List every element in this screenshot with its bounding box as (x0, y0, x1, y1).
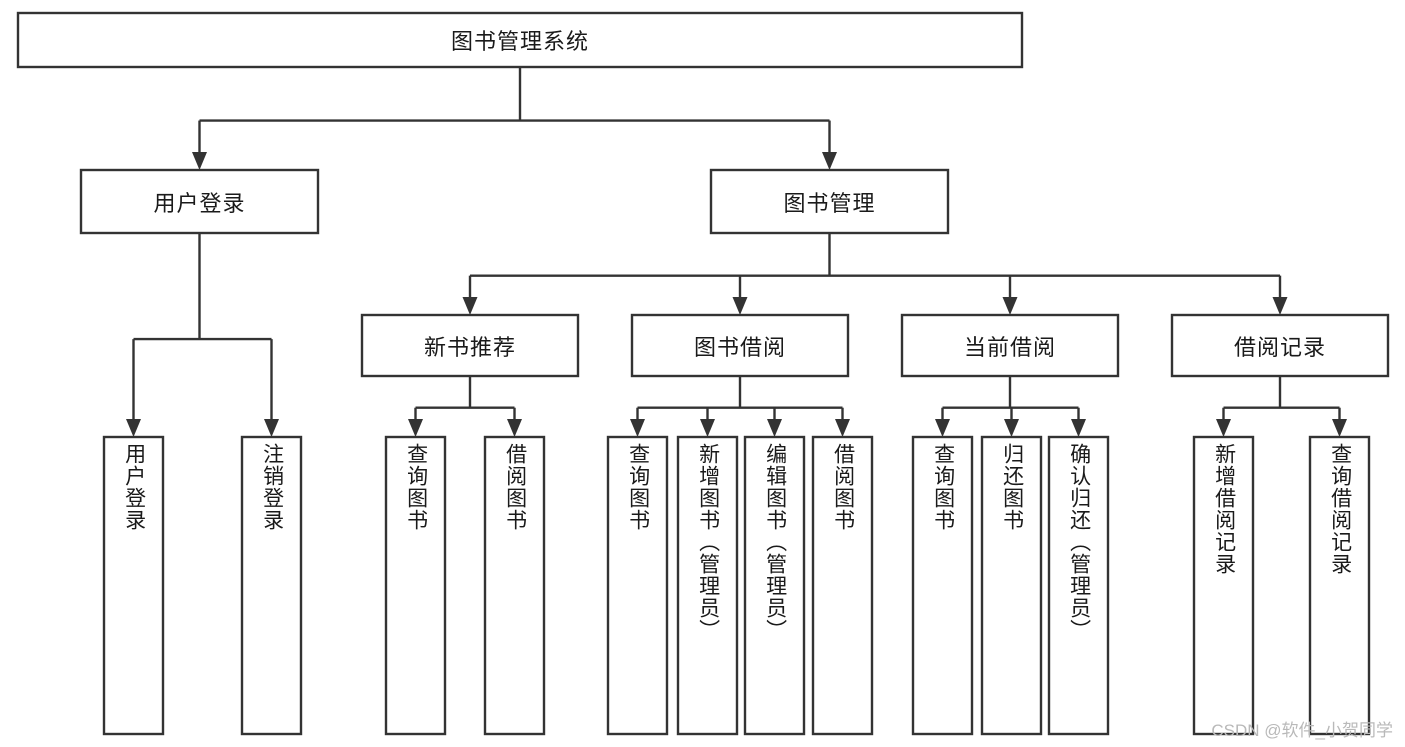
connector-arrow-icon (1216, 419, 1231, 437)
boxes-layer (16, 11, 1390, 736)
node-box-leaf-query-book-1[interactable] (384, 435, 447, 736)
connector-arrow-icon (630, 419, 645, 437)
node-box-current-borrow[interactable] (900, 313, 1120, 378)
connector-arrow-icon (1272, 297, 1288, 315)
node-box-leaf-return-book[interactable] (980, 435, 1043, 736)
node-box-leaf-add-book[interactable] (676, 435, 739, 736)
node-box-leaf-edit-book[interactable] (743, 435, 806, 736)
node-box-leaf-user-login[interactable] (102, 435, 165, 736)
node-box-leaf-confirm-return[interactable] (1047, 435, 1110, 736)
connector-arrow-icon (507, 419, 522, 437)
connector-arrow-icon (835, 419, 850, 437)
node-box-new-book-recommend[interactable] (360, 313, 580, 378)
connector-arrow-icon (1004, 419, 1019, 437)
connector-arrow-icon (192, 152, 207, 170)
connector-arrow-icon (1002, 297, 1018, 315)
connector-arrow-icon (1332, 419, 1347, 437)
node-box-leaf-add-record[interactable] (1192, 435, 1255, 736)
node-box-leaf-borrow-book-1[interactable] (483, 435, 546, 736)
connector-arrow-icon (732, 297, 748, 315)
connector-arrow-icon (767, 419, 782, 437)
connector-arrow-icon (935, 419, 950, 437)
connector-arrow-icon (126, 419, 141, 437)
connector-arrow-icon (462, 297, 478, 315)
node-box-leaf-borrow-book-2[interactable] (811, 435, 874, 736)
node-box-leaf-query-book-3[interactable] (911, 435, 974, 736)
connectors-layer (126, 67, 1347, 437)
node-box-book-borrow[interactable] (630, 313, 850, 378)
node-box-leaf-query-book-2[interactable] (606, 435, 669, 736)
node-box-leaf-logout[interactable] (240, 435, 303, 736)
node-box-root[interactable] (16, 11, 1024, 69)
connector-arrow-icon (408, 419, 423, 437)
node-box-borrow-record[interactable] (1170, 313, 1390, 378)
connector-arrow-icon (264, 419, 279, 437)
connector-arrow-icon (1071, 419, 1086, 437)
node-box-user-login[interactable] (79, 168, 320, 235)
connector-arrow-icon (700, 419, 715, 437)
node-box-leaf-query-record[interactable] (1308, 435, 1371, 736)
node-box-book-manage[interactable] (709, 168, 950, 235)
connector-arrow-icon (822, 152, 837, 170)
